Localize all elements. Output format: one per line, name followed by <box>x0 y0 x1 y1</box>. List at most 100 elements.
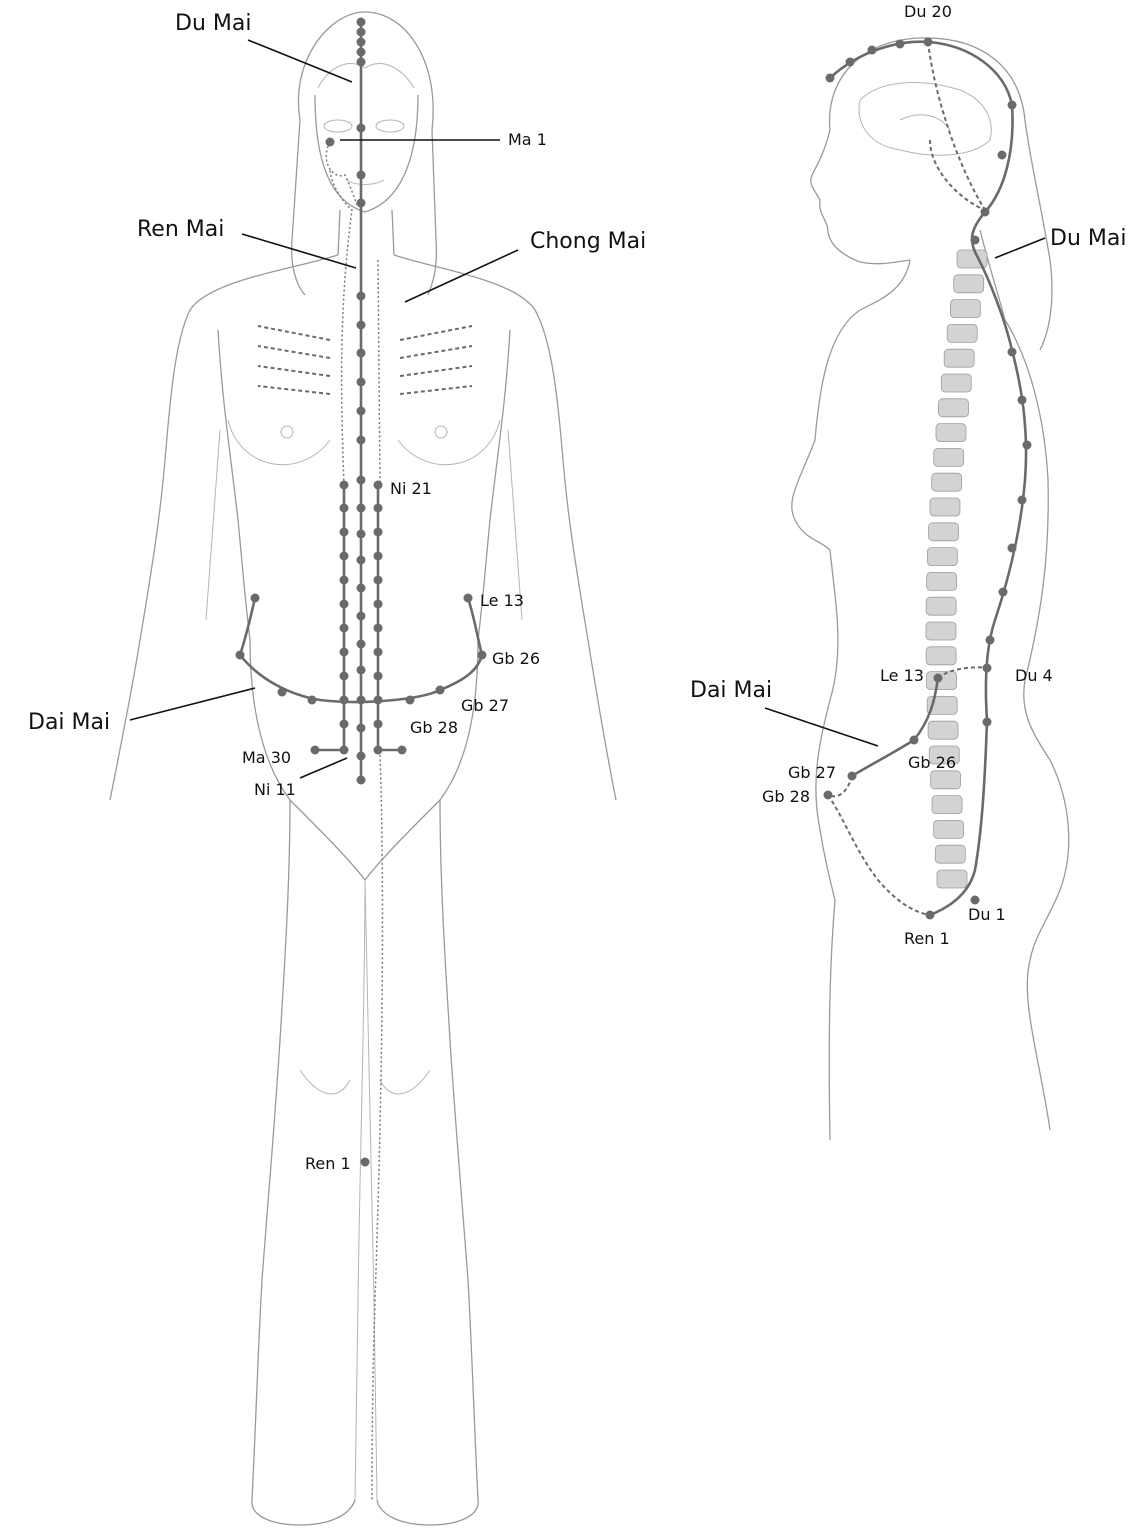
label-du-mai-side: Du Mai <box>1050 226 1126 251</box>
vertebra <box>927 548 957 566</box>
side-point <box>848 772 857 781</box>
chong-mai-point <box>374 746 383 755</box>
chong-mai-point <box>374 696 383 705</box>
ren-mai-point <box>357 696 366 705</box>
label-gb-26-front: Gb 26 <box>492 649 540 668</box>
side-point <box>986 636 995 645</box>
side-point <box>998 151 1007 160</box>
vertebra <box>936 424 966 442</box>
side-point <box>868 46 877 55</box>
side-point <box>896 40 905 49</box>
vertebra <box>941 374 971 392</box>
ren-mai-point <box>357 124 366 133</box>
chong-mai-point <box>340 576 349 585</box>
gb-27-right-point <box>436 686 445 695</box>
ren-mai-point <box>357 776 366 785</box>
vertebra <box>937 870 967 888</box>
label-du-4: Du 4 <box>1015 666 1053 685</box>
ren-mai-point <box>357 612 366 621</box>
vertebra <box>932 796 962 814</box>
gb-26-left-point <box>236 651 245 660</box>
label-le-13-side: Le 13 <box>880 666 924 685</box>
chong-mai-point <box>340 696 349 705</box>
label-gb-28-side: Gb 28 <box>762 787 810 806</box>
vertebra <box>927 572 957 590</box>
label-ren-1-side: Ren 1 <box>904 929 950 948</box>
label-du-mai-front: Du Mai <box>175 11 251 36</box>
vertebra <box>944 349 974 367</box>
side-point <box>971 236 980 245</box>
side-point <box>1008 348 1017 357</box>
gb-28-right-point <box>406 696 415 705</box>
label-gb-28-front: Gb 28 <box>410 718 458 737</box>
vertebra <box>934 820 964 838</box>
ren-mai-point <box>357 476 366 485</box>
label-chong-mai: Chong Mai <box>530 229 646 254</box>
side-text-labels: Du 20 Du Mai Dai Mai Le 13 Du 4 Gb 27 Gb… <box>690 2 1126 948</box>
du-mai-point <box>357 48 366 57</box>
side-point <box>846 58 855 67</box>
vertebra <box>926 622 956 640</box>
ren-1-point <box>361 1158 370 1167</box>
ma-1-point <box>326 138 335 147</box>
ren-mai-point <box>357 349 366 358</box>
chong-mai-point <box>374 672 383 681</box>
side-point <box>1018 396 1027 405</box>
gb-26-right-point <box>478 651 487 660</box>
vertebra <box>926 597 956 615</box>
side-points <box>824 38 1032 920</box>
vertebra <box>934 448 964 466</box>
front-leaders <box>130 40 518 778</box>
side-point <box>934 674 943 683</box>
side-figure <box>792 38 1069 1140</box>
chong-mai-point <box>340 720 349 729</box>
vertebra <box>947 324 977 342</box>
label-ren-1-front: Ren 1 <box>305 1154 351 1173</box>
chong-mai-point <box>374 720 383 729</box>
side-point <box>983 718 992 727</box>
chong-mai-point <box>340 746 349 755</box>
chong-mai-point <box>340 600 349 609</box>
du-mai-point <box>357 38 366 47</box>
ren-mai-point <box>357 504 366 513</box>
chong-mai-point <box>374 624 383 633</box>
side-point <box>826 74 835 83</box>
le-13-left-point <box>251 594 260 603</box>
side-point <box>924 38 933 47</box>
ren-mai-point <box>357 378 366 387</box>
chong-mai-point <box>374 576 383 585</box>
front-text-labels: Du Mai Ma 1 Ren Mai Chong Mai Ni 21 Le 1… <box>28 11 646 1173</box>
le-13-right-point <box>464 594 473 603</box>
side-point <box>824 791 833 800</box>
side-point <box>999 588 1008 597</box>
label-ni-21: Ni 21 <box>390 479 432 498</box>
ni-11-point <box>398 746 407 755</box>
label-du-20: Du 20 <box>904 2 952 21</box>
ren-mai-point <box>357 407 366 416</box>
label-ma-30: Ma 30 <box>242 748 291 767</box>
label-ma-1: Ma 1 <box>508 130 547 149</box>
label-gb-27-side: Gb 27 <box>788 763 836 782</box>
ren-mai-point <box>357 321 366 330</box>
side-channels <box>828 42 1026 915</box>
du-mai-point <box>357 18 366 27</box>
label-dai-mai-front: Dai Mai <box>28 710 110 735</box>
chong-mai-point <box>340 481 349 490</box>
ren-mai-point <box>357 666 366 675</box>
side-point <box>926 911 935 920</box>
vertebra <box>954 275 984 293</box>
du-mai-point <box>357 28 366 37</box>
chong-mai-point <box>374 504 383 513</box>
side-point <box>1023 441 1032 450</box>
chong-mai-point <box>374 648 383 657</box>
chong-mai-point <box>374 528 383 537</box>
vertebra <box>929 523 959 541</box>
side-point <box>1008 101 1017 110</box>
ren-mai-point <box>357 199 366 208</box>
vertebra <box>931 771 961 789</box>
ma-30-point <box>311 746 320 755</box>
side-point <box>983 664 992 673</box>
label-ni-11: Ni 11 <box>254 780 296 799</box>
vertebra <box>926 647 956 665</box>
